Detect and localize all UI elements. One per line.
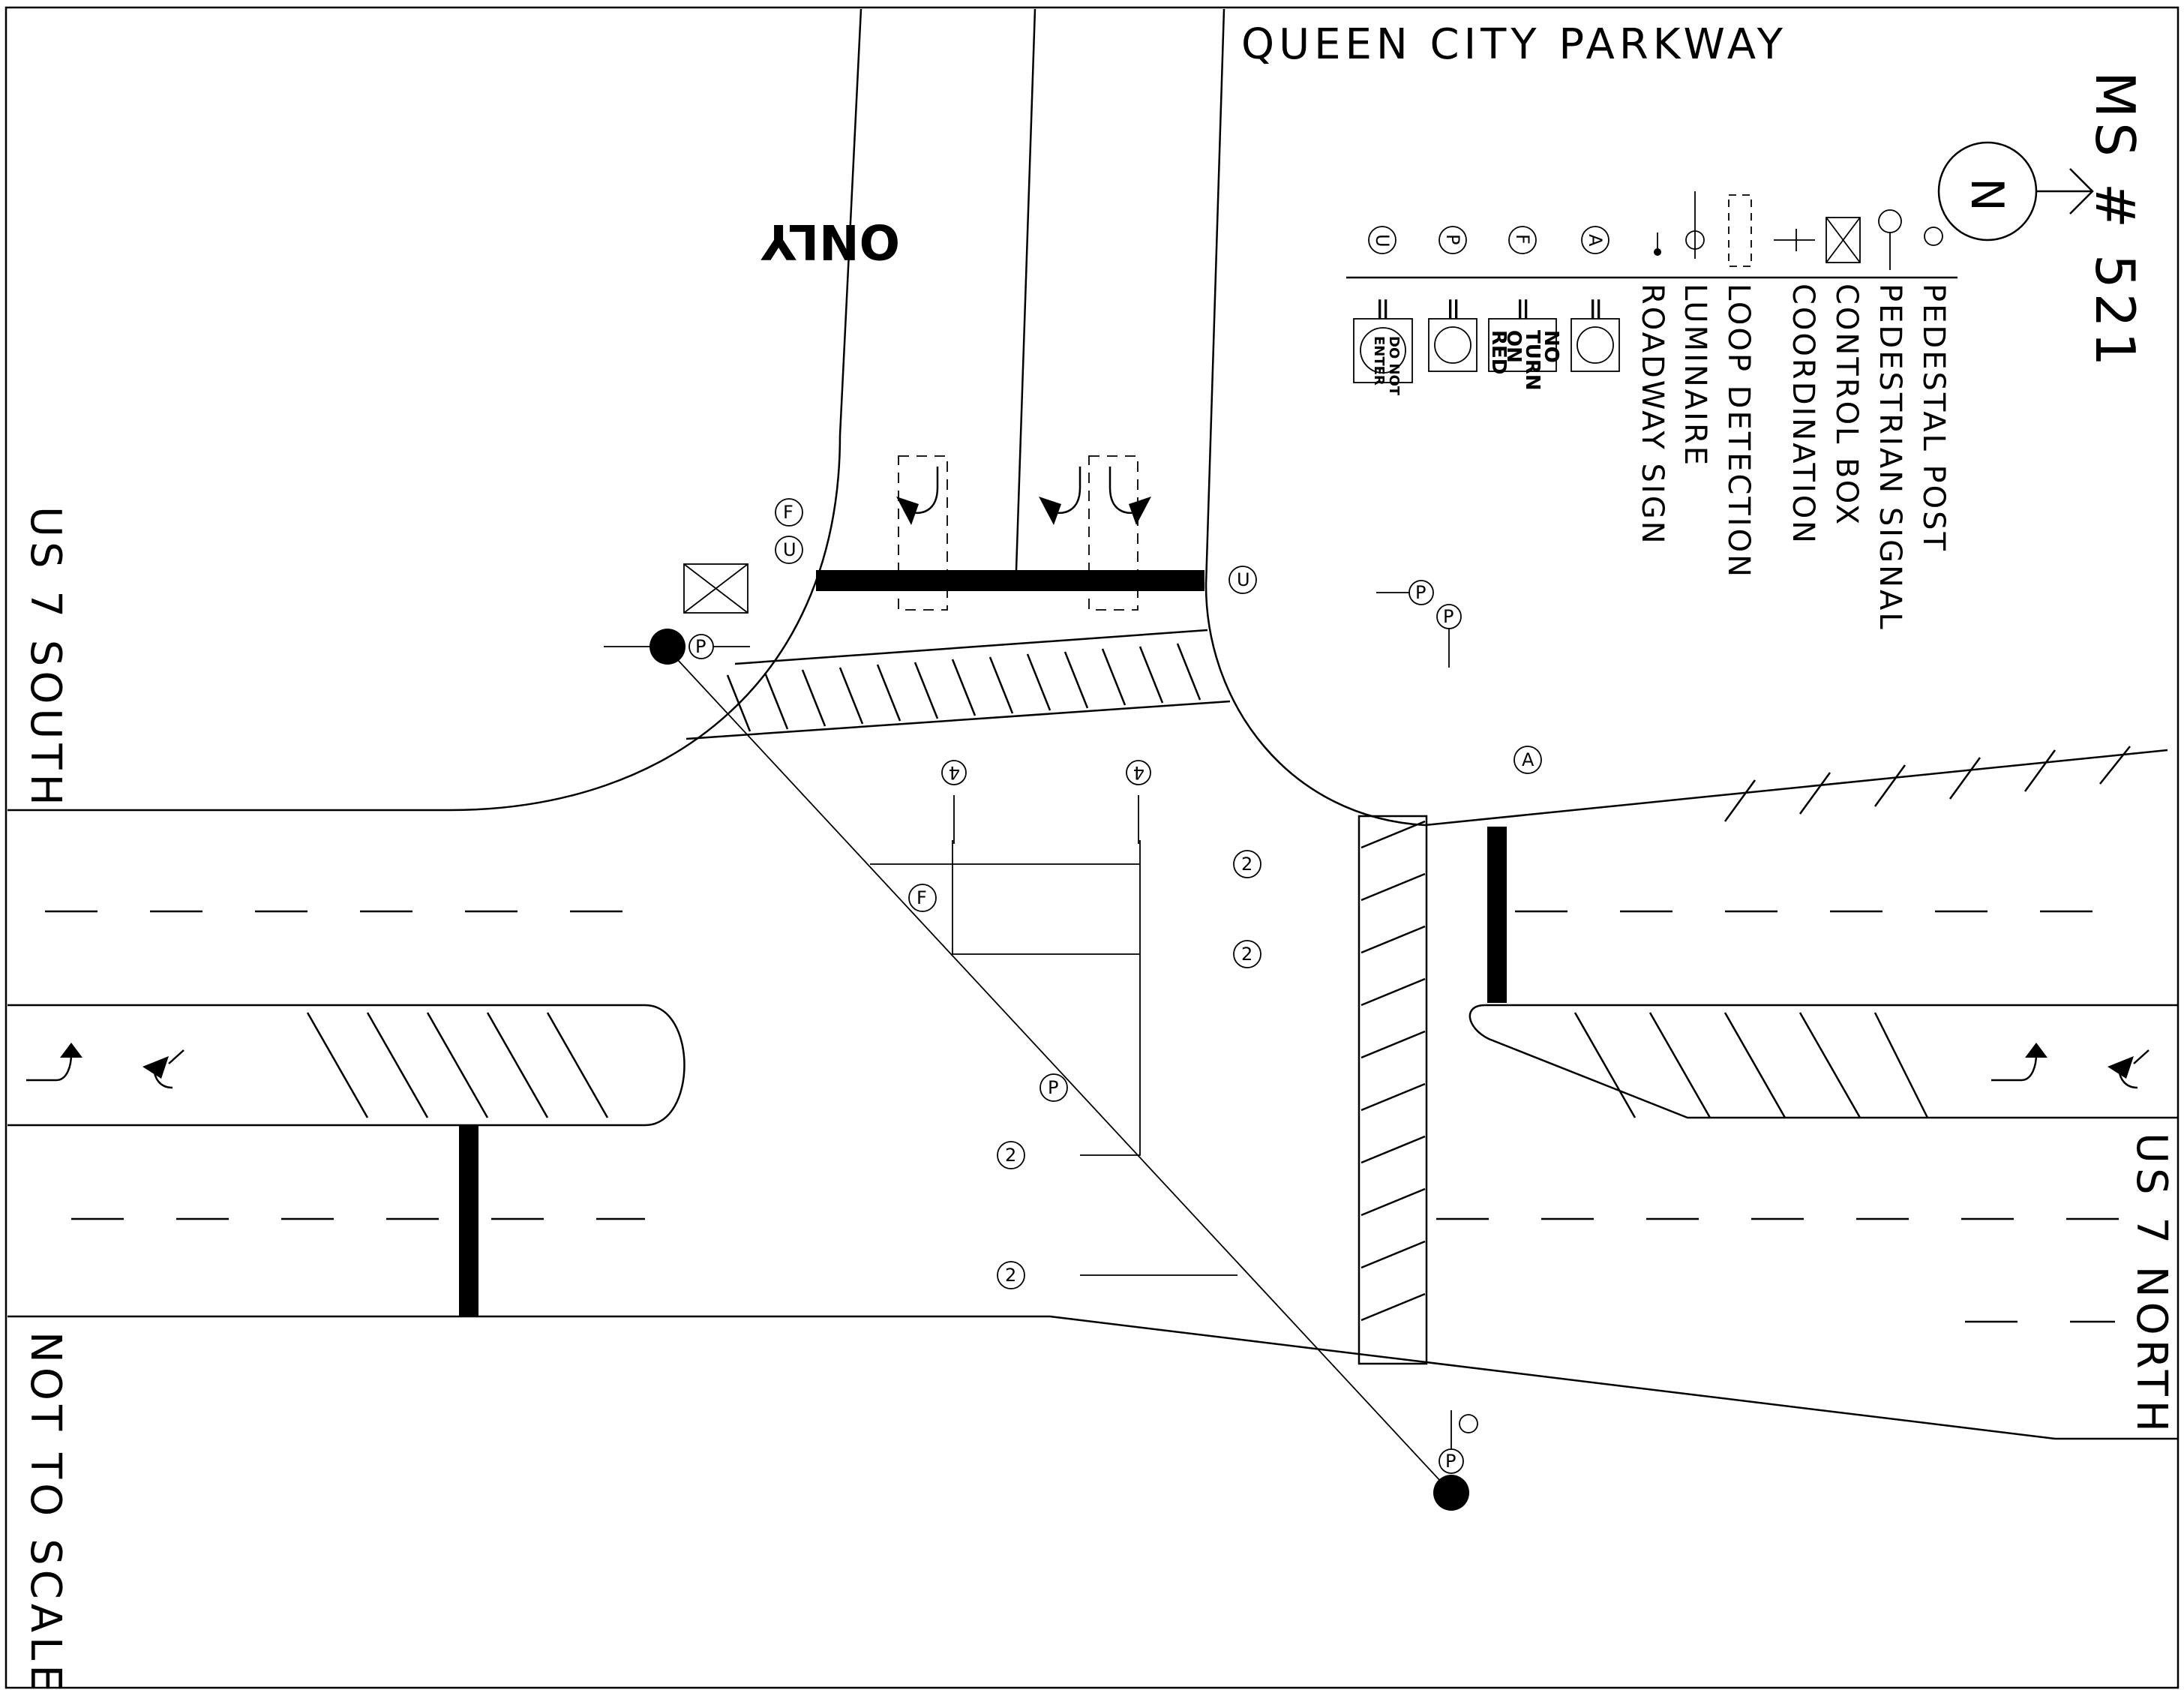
- svg-text:U: U: [783, 539, 796, 560]
- svg-text:2: 2: [1241, 854, 1252, 875]
- parkway-west-edge: [8, 8, 862, 812]
- right-turn-arrow-icon: [1108, 467, 1151, 525]
- svg-text:=: =: [1579, 296, 1613, 324]
- crosswalk-east-hatch: [1360, 820, 1426, 1322]
- only-marking: ONLY: [760, 213, 900, 269]
- crosswalk-east: [1358, 815, 1428, 1365]
- svg-text:NO: NO: [1540, 330, 1562, 363]
- sign-f-marker: F: [908, 884, 937, 912]
- svg-text:F: F: [1512, 234, 1533, 245]
- island-northeast-hatch: [1724, 746, 2131, 822]
- east-left-arrow-icon: [2108, 1049, 2150, 1089]
- svg-text:A: A: [1522, 749, 1534, 770]
- svg-text:PEDESTAL POST: PEDESTAL POST: [1916, 284, 1951, 553]
- median-east-hatch: [1574, 1012, 1929, 1118]
- svg-text:4: 4: [949, 762, 960, 783]
- stop-bar-parkway: [816, 570, 1204, 591]
- drawing-number: MS # 521: [2084, 71, 2146, 371]
- sign-a-pole: A: [1514, 746, 1542, 774]
- legend-symbols: [1654, 191, 1943, 270]
- svg-text:PEDESTRIAN SIGNAL: PEDESTRIAN SIGNAL: [1873, 284, 1907, 632]
- signal-head-2-a: 2: [1233, 850, 1262, 878]
- svg-text:RED: RED: [1487, 330, 1510, 374]
- us7-south-edge: [8, 1315, 2178, 1440]
- signal-mast-1: [870, 840, 1238, 1276]
- svg-text:ROADWAY SIGN: ROADWAY SIGN: [1635, 284, 1670, 546]
- west-u-turn-arrow-icon: [26, 1043, 82, 1082]
- legend-equals: = = = =: [1366, 296, 1613, 324]
- svg-text:2: 2: [1005, 1145, 1016, 1166]
- svg-text:N: N: [1960, 178, 2013, 212]
- parkway-lane-line: [1015, 8, 1036, 571]
- svg-text:=: =: [1506, 296, 1540, 324]
- parkway-east-edge: [1204, 8, 2168, 827]
- signal-head-2-d: 2: [997, 1261, 1025, 1289]
- left-turn-arrow-icon: [1039, 467, 1082, 525]
- svg-text:F: F: [916, 887, 927, 908]
- svg-text:LUMINAIRE: LUMINAIRE: [1678, 284, 1712, 467]
- sheet-border: [4, 6, 2180, 1689]
- svg-text:2: 2: [1241, 944, 1252, 965]
- median-west-hatch: [306, 1012, 609, 1118]
- loop-detector-1: [898, 455, 948, 611]
- east-u-turn-arrow-icon: [1991, 1043, 2048, 1082]
- median-east: [1468, 1004, 2178, 1119]
- sign-p-marker: P: [1040, 1073, 1068, 1102]
- svg-text:F: F: [783, 502, 794, 523]
- loop-detector-2: [1088, 455, 1138, 611]
- svg-text:ENTER: ENTER: [1371, 336, 1387, 386]
- street-label-left: US 7 SOUTH: [21, 506, 70, 810]
- signal-head-4-east: 4: [1126, 760, 1151, 844]
- pedestal-post-south: P: [1433, 1410, 1478, 1511]
- sign-u-pole-west: U: [775, 536, 803, 564]
- west-left-arrow-icon: [142, 1049, 184, 1089]
- svg-text:P: P: [1442, 234, 1463, 245]
- pedestrian-signal-north: P P: [1376, 580, 1462, 668]
- legend-sign-text: NO TURN ON RED DO NOT ENTER: [1371, 330, 1562, 396]
- signal-head-2-b: 2: [1233, 940, 1262, 968]
- crosswalk-north-hatch: [726, 643, 1202, 732]
- legend-sign-images: [1353, 318, 1620, 383]
- signal-head-4-west: 4: [941, 760, 967, 844]
- svg-text:A: A: [1585, 234, 1606, 247]
- svg-text:=: =: [1436, 296, 1471, 324]
- svg-text:P: P: [1415, 582, 1426, 603]
- svg-text:P: P: [1443, 606, 1454, 627]
- svg-text:P: P: [1048, 1077, 1058, 1098]
- control-box-field: [683, 563, 748, 614]
- svg-text:CONTROL BOX: CONTROL BOX: [1829, 284, 1864, 527]
- svg-text:TURN: TURN: [1521, 330, 1544, 391]
- span-wire: [667, 648, 1452, 1493]
- median-west: [8, 1004, 686, 1127]
- svg-text:COORDINATION: COORDINATION: [1786, 284, 1820, 545]
- signal-head-2-c: 2: [997, 1141, 1025, 1169]
- svg-text:ON: ON: [1502, 330, 1525, 363]
- legend-labels: PEDESTAL POST PEDESTRIAN SIGNAL CONTROL …: [1635, 284, 1951, 632]
- street-label-top: QUEEN CITY PARKWAY: [1241, 20, 1787, 69]
- stop-bar-us7-east: [1487, 827, 1507, 1003]
- svg-text:4: 4: [1133, 762, 1144, 783]
- legend-sign-codes: A F P U: [1368, 226, 1610, 254]
- street-label-right: US 7 NORTH: [2127, 1133, 2176, 1436]
- stop-bar-us7-west: [459, 1125, 478, 1316]
- svg-text:U: U: [1372, 234, 1393, 248]
- svg-text:=: =: [1366, 296, 1400, 324]
- svg-text:P: P: [1445, 1451, 1456, 1472]
- crosswalk-north: [686, 629, 1231, 740]
- pedestal-post-west: P: [604, 629, 750, 665]
- sign-u-pole-east: U: [1228, 566, 1257, 594]
- svg-text:P: P: [695, 636, 706, 657]
- svg-text:LOOP DETECTION: LOOP DETECTION: [1721, 284, 1756, 579]
- north-arrow-icon: N: [1937, 141, 2094, 242]
- svg-text:2: 2: [1005, 1265, 1016, 1286]
- svg-text:U: U: [1237, 569, 1250, 590]
- sign-f-pole: F: [775, 498, 803, 527]
- u-turn-arrow-icon: [896, 467, 939, 525]
- svg-text:DO NOT: DO NOT: [1386, 336, 1402, 396]
- scale-note: NOT TO SCALE: [21, 1331, 70, 1690]
